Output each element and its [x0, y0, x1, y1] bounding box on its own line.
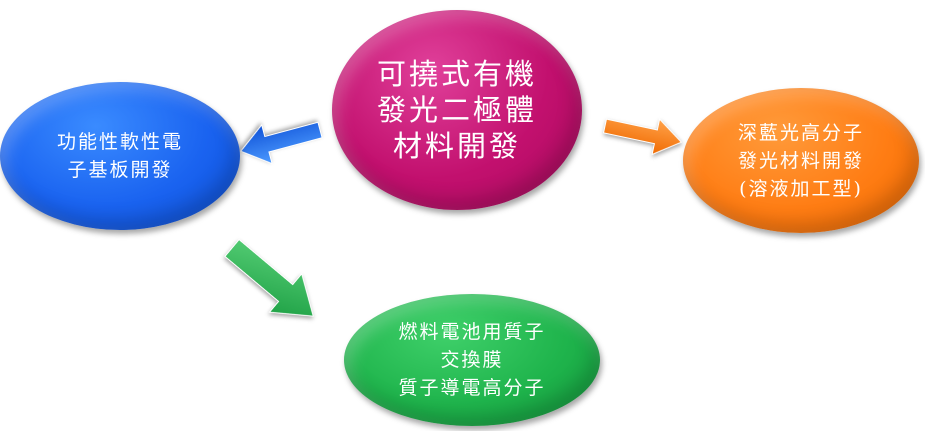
node-proton-exchange-membrane-text: 燃料電池用質子 交換膜 質子導電高分子: [398, 318, 545, 402]
arrow-to-right-node: [602, 118, 683, 156]
node-deep-blue-polymer-text: 深藍光高分子 發光材料開發 (溶液加工型): [738, 119, 864, 203]
node-bottom-line-3: 質子導電高分子: [398, 377, 546, 399]
node-oled-materials-text: 可撓式有機 發光二極體 材料開發: [377, 56, 537, 164]
node-oled-materials: 可撓式有機 發光二極體 材料開發: [332, 10, 582, 210]
node-bottom-line-1: 燃料電池用質子: [398, 321, 546, 343]
node-flexible-substrate-text: 功能性軟性電 子基板開發: [57, 128, 183, 184]
arrow-to-left-node: [239, 121, 323, 165]
node-center-line-2: 發光二極體: [376, 93, 537, 127]
node-right-line-1: 深藍光高分子: [737, 121, 864, 144]
node-deep-blue-polymer: 深藍光高分子 發光材料開發 (溶液加工型): [683, 88, 919, 233]
node-left-line-2: 子基板開發: [67, 159, 173, 181]
node-center-line-1: 可撓式有機: [376, 57, 537, 91]
node-flexible-substrate: 功能性軟性電 子基板開發: [0, 82, 240, 230]
node-center-line-3: 材料開發: [392, 129, 521, 163]
node-left-line-1: 功能性軟性電: [56, 131, 183, 153]
node-right-line-3: (溶液加工型): [739, 177, 863, 200]
arrow-to-bottom-node: [224, 238, 314, 317]
node-right-line-2: 發光材料開發: [737, 149, 864, 172]
node-bottom-line-2: 交換膜: [440, 349, 504, 371]
node-proton-exchange-membrane: 燃料電池用質子 交換膜 質子導電高分子: [344, 294, 600, 426]
